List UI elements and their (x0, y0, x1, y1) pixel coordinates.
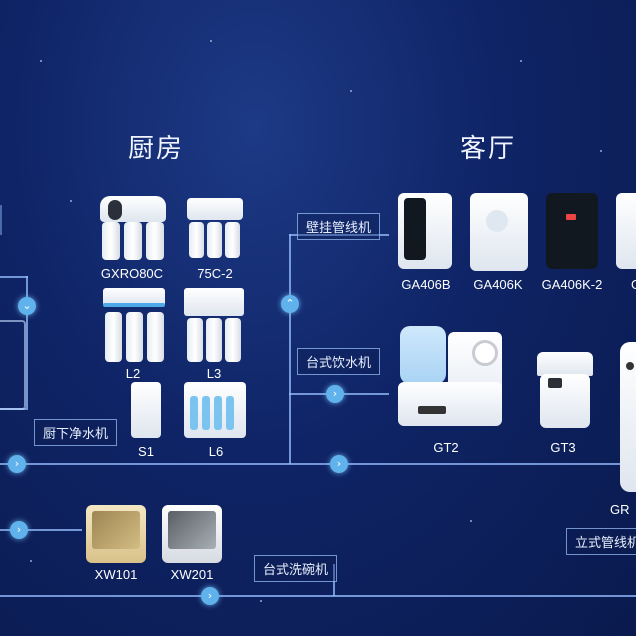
product-label: L2 (125, 366, 141, 381)
connector-line (0, 205, 2, 235)
connector-line (0, 529, 82, 531)
product-label: S1 (138, 444, 154, 459)
next-main-button[interactable]: › (330, 455, 348, 473)
category-wall-mounted[interactable]: 壁挂管线机 (297, 213, 381, 240)
chevron-right-icon: › (14, 457, 20, 470)
connector-line (0, 276, 28, 278)
product-image (398, 382, 502, 426)
product-label: GXRO80C (100, 266, 164, 281)
collapse-toggle-button[interactable]: ⌃ (281, 295, 299, 313)
kitchen-title: 厨房 (128, 134, 185, 164)
connector-line (289, 234, 389, 236)
product-image (400, 326, 446, 384)
chevron-right-icon: › (336, 457, 342, 470)
product-image (184, 288, 244, 316)
product-label: GT2 (433, 440, 459, 455)
product-image (187, 198, 243, 220)
product-image (108, 200, 122, 220)
partial-device (0, 320, 26, 410)
chevron-right-icon: › (16, 523, 22, 536)
product-label: XW101 (94, 567, 138, 582)
expand-toggle-button[interactable]: ⌄ (18, 297, 36, 315)
next-desktop-button[interactable]: › (326, 385, 344, 403)
product-image (620, 342, 636, 492)
chevron-down-icon: ⌄ (22, 299, 32, 312)
connector-line (26, 276, 28, 408)
product-label: GA406K-2 (541, 277, 603, 292)
product-label: 75C-2 (197, 266, 233, 281)
chevron-right-icon: › (207, 589, 213, 602)
product-image (103, 303, 165, 307)
next-bottom-button[interactable]: › (201, 587, 219, 605)
product-image (103, 288, 165, 306)
product-label: XW201 (170, 567, 214, 582)
next-dishwasher-button[interactable]: › (10, 521, 28, 539)
connector-line (289, 234, 291, 464)
next-main-button[interactable]: › (8, 455, 26, 473)
product-label: GA406K (473, 277, 523, 292)
connector-line (0, 595, 636, 597)
product-image (537, 352, 593, 376)
product-label: GA406B (401, 277, 451, 292)
connector-line (0, 463, 636, 465)
connector-line (333, 564, 335, 596)
category-floor-pipeline[interactable]: 立式管线机 (566, 528, 636, 555)
product-label: G (626, 277, 636, 292)
product-label: GT3 (550, 440, 576, 455)
chevron-right-icon: › (332, 387, 338, 400)
product-image (616, 193, 636, 269)
living-room-title: 客厅 (460, 134, 517, 164)
product-image (546, 193, 598, 269)
product-image (470, 193, 528, 271)
product-image (131, 382, 161, 438)
category-desktop-dispenser[interactable]: 台式饮水机 (297, 348, 381, 375)
product-label: L3 (206, 366, 222, 381)
category-under-sink[interactable]: 厨下净水机 (34, 419, 118, 446)
product-label: GR (610, 502, 630, 517)
category-desktop-dishwasher[interactable]: 台式洗碗机 (254, 555, 338, 582)
product-label: L6 (208, 444, 224, 459)
chevron-up-icon: ⌃ (285, 297, 295, 310)
